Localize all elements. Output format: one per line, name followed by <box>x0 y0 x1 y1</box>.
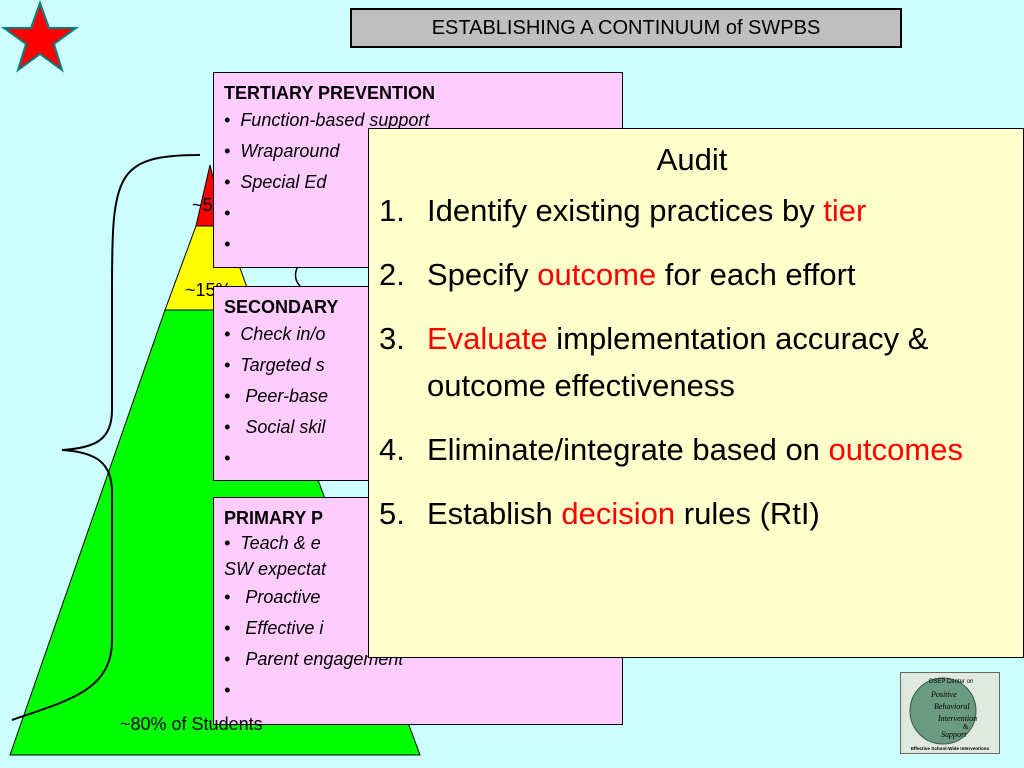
secondary-item: • <box>224 448 236 468</box>
primary-item: • <box>224 680 236 700</box>
pbis-logo: OSEP Center on Positive Behavioral Inter… <box>900 672 1000 754</box>
audit-item: 1.Identify existing practices by tier <box>379 193 867 228</box>
logo-line3: Behavioral <box>934 702 970 711</box>
logo-line1: OSEP Center on <box>929 679 974 685</box>
audit-item: 2.Specify outcome for each effort <box>379 257 856 292</box>
logo-line6: Support <box>941 730 967 739</box>
secondary-item: • Peer-base <box>224 386 329 406</box>
audit-item: 3.Evaluate implementation accuracy & out… <box>379 321 929 403</box>
primary-item: • Proactive <box>224 587 321 607</box>
tertiary-item: • <box>224 234 236 254</box>
audit-item: 5.Establish decision rules (RtI) <box>379 496 820 531</box>
curly-brace <box>11 154 201 721</box>
primary-item-continued: SW expectat <box>224 559 327 579</box>
primary-item: • Teach & e <box>224 533 321 553</box>
secondary-item: • Check in/o <box>224 324 326 344</box>
audit-list: 1.Identify existing practices by tier 2.… <box>379 187 1005 537</box>
primary-percent: ~80% of Students <box>120 714 263 734</box>
secondary-header: SECONDARY <box>224 297 339 317</box>
logo-line2: Positive <box>930 690 957 699</box>
secondary-item: • Social skil <box>224 417 326 437</box>
tertiary-item: • <box>224 203 236 223</box>
logo-line5: & <box>963 723 969 731</box>
tertiary-item: • Wraparound <box>224 141 340 161</box>
tertiary-header: TERTIARY PREVENTION <box>224 83 436 103</box>
secondary-item: • Targeted s <box>224 355 325 375</box>
pbis-logo-graphic: OSEP Center on Positive Behavioral Inter… <box>909 677 990 751</box>
audit-box: Audit 1.Identify existing practices by t… <box>368 128 1024 658</box>
audit-item: 4.Eliminate/integrate based on outcomes <box>379 432 963 467</box>
audit-title: Audit <box>656 142 728 177</box>
logo-line4: Intervention <box>937 714 977 723</box>
tertiary-percent: ~5 <box>192 195 213 215</box>
tertiary-item: • Function-based support <box>224 110 430 130</box>
primary-item: • Parent engagement <box>224 649 404 669</box>
primary-item: • Effective i <box>224 618 324 638</box>
logo-tagline: Effective School-Wide Interventions <box>911 746 990 751</box>
star-icon <box>0 0 80 73</box>
slide-title: ESTABLISHING A CONTINUUM of SWPBS <box>350 8 902 48</box>
primary-header: PRIMARY P <box>224 508 324 528</box>
tertiary-item: • Special Ed <box>224 172 327 192</box>
